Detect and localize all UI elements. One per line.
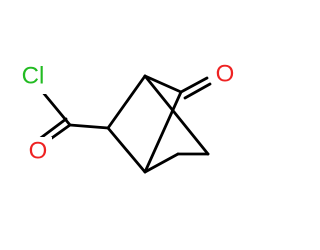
carbonyl-oxygen-atom-label: O xyxy=(29,138,48,165)
bond-ring-c1-bridge xyxy=(143,74,183,94)
bond-ring-c2-c3 xyxy=(106,126,147,174)
bond-ring-c5-bridgehead xyxy=(143,152,180,174)
bicyclic-acyl-chloride-structure: Cl O O xyxy=(16,60,238,174)
ketone-oxygen-atom-label: O xyxy=(216,61,235,88)
bond-ring-bridge-bridgehead xyxy=(143,90,183,174)
bond-ring-c1-c6 xyxy=(143,74,210,156)
bond-carbonyl-ring xyxy=(68,123,110,130)
bond-ketone-inner xyxy=(183,82,212,100)
bond-ring-c2-c1 xyxy=(106,74,147,130)
bond-ketone-outer xyxy=(179,76,209,94)
bond-carbonyl-oxygen-inner xyxy=(36,117,68,142)
carbonyl-oxygen-label-background xyxy=(26,137,52,165)
ketone-oxygen-label-background xyxy=(212,60,238,88)
chlorine-atom-label: Cl xyxy=(22,63,45,90)
chlorine-label-background xyxy=(16,64,54,94)
